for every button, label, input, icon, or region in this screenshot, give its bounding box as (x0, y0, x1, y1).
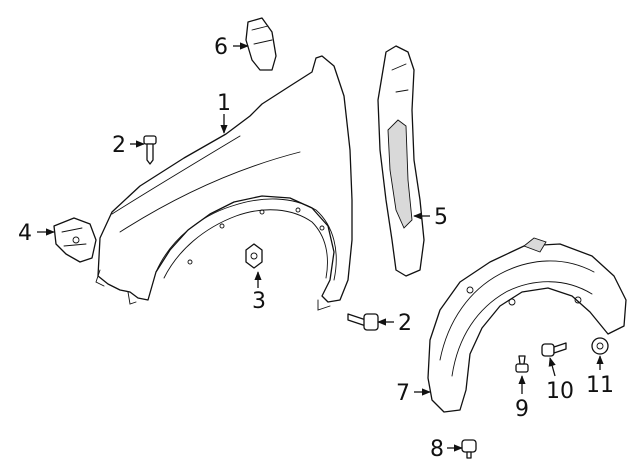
nut-part (245, 243, 263, 269)
fender-seal-part (377, 45, 425, 277)
callout-8: 8 (430, 437, 444, 462)
callout-labels: 1 2 2 3 4 5 6 7 8 9 10 11 (18, 35, 614, 462)
clip-part (591, 337, 609, 355)
callout-4: 4 (18, 221, 32, 246)
bolt-lower-part (347, 313, 379, 331)
callout-6: 6 (214, 35, 228, 60)
callout-3: 3 (252, 289, 266, 314)
callout-5: 5 (434, 205, 448, 230)
leader-lines (37, 42, 604, 452)
screw-part-10 (541, 342, 567, 357)
leader-10 (548, 357, 556, 377)
callout-11: 11 (586, 373, 614, 398)
front-bracket-part (53, 217, 97, 263)
push-pin-part (515, 355, 529, 373)
callout-9: 9 (515, 397, 529, 422)
callout-1: 1 (217, 91, 231, 116)
screw-upper-part (143, 135, 157, 165)
wheel-liner-part (427, 237, 627, 413)
upper-bracket-part (245, 17, 277, 71)
callout-10: 10 (546, 379, 574, 404)
callout-2-upper: 2 (112, 133, 126, 158)
callout-2-lower: 2 (398, 311, 412, 336)
bolt-part-8 (461, 439, 477, 459)
callout-7: 7 (396, 381, 410, 406)
fender-part (95, 55, 353, 311)
